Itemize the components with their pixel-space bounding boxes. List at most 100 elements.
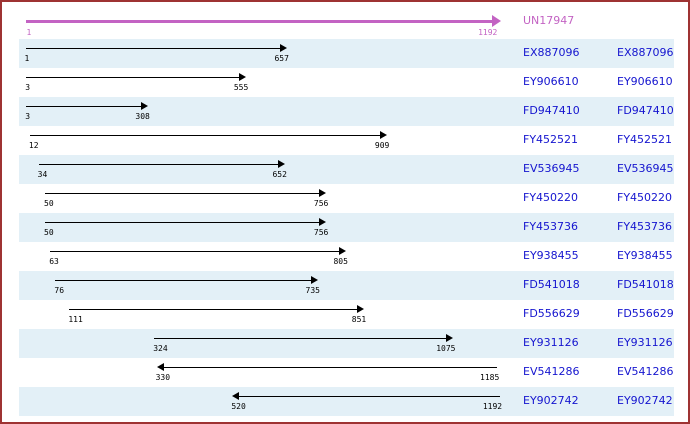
arrowhead-right-icon: [380, 131, 388, 139]
alignment-bar[interactable]: [154, 338, 447, 339]
hit-end-coordinate: 308: [135, 112, 150, 121]
alignment-bar[interactable]: [50, 251, 339, 252]
hit-accession-link[interactable]: FY452521: [523, 133, 579, 146]
query-name-label: UN17947: [523, 14, 575, 27]
alignment-track[interactable]: 520 1192: [2, 387, 688, 416]
alignment-track[interactable]: 63 805: [2, 242, 688, 271]
hit-description-link[interactable]: EY931126: [617, 336, 673, 349]
hit-description-link[interactable]: FD556629: [617, 307, 674, 320]
alignment-bar[interactable]: [25, 48, 280, 49]
hit-description-link[interactable]: EX887096: [617, 46, 674, 59]
hit-description-link[interactable]: EV541286: [617, 365, 674, 378]
hit-start-coordinate: 520: [231, 402, 246, 411]
hit-row[interactable]: 63 805 EY938455 EY938455: [2, 242, 688, 271]
hit-start-coordinate: 50: [44, 228, 54, 237]
hit-accession-link[interactable]: FD556629: [523, 307, 580, 320]
hit-start-coordinate: 12: [28, 141, 39, 150]
hit-end-coordinate: 1075: [436, 344, 456, 353]
hit-row[interactable]: 50 756 FY450220 FY450220: [2, 184, 688, 213]
arrowhead-right-icon: [140, 102, 148, 110]
hit-start-coordinate: 3: [25, 112, 31, 121]
hit-description-link[interactable]: FD541018: [617, 278, 674, 291]
hit-description-link[interactable]: FY453736: [617, 220, 673, 233]
hit-description-link[interactable]: EY938455: [617, 249, 673, 262]
hit-end-coordinate: 756: [313, 199, 329, 208]
hit-row[interactable]: 76 735 FD541018 FD541018: [2, 271, 688, 300]
alignment-bar[interactable]: [38, 164, 278, 165]
hit-description-link[interactable]: EY902742: [617, 394, 673, 407]
hit-accession-link[interactable]: FY453736: [523, 220, 579, 233]
hit-accession-link[interactable]: FD947410: [523, 104, 580, 117]
hit-accession-link[interactable]: EY902742: [523, 394, 579, 407]
row-band: [19, 213, 674, 242]
alignment-bar[interactable]: [55, 280, 311, 281]
alignment-bar[interactable]: [45, 222, 320, 223]
alignment-bar[interactable]: [45, 193, 320, 194]
arrowhead-right-icon: [446, 334, 454, 342]
hit-accession-link[interactable]: FY450220: [523, 191, 579, 204]
hit-accession-link[interactable]: EV541286: [523, 365, 580, 378]
row-band: [19, 329, 674, 358]
hit-row[interactable]: 3 308 FD947410 FD947410: [2, 97, 688, 126]
row-band: [19, 97, 674, 126]
query-track: 1 1192: [2, 8, 688, 38]
hit-start-coordinate: 76: [54, 286, 65, 295]
hit-start-coordinate: 63: [49, 257, 59, 266]
hit-end-coordinate: 851: [351, 315, 367, 324]
alignment-bar[interactable]: [26, 77, 240, 78]
hit-accession-link[interactable]: EY938455: [523, 249, 579, 262]
hit-end-coordinate: 756: [313, 228, 329, 237]
arrowhead-right-icon: [279, 44, 287, 52]
hit-description-link[interactable]: EY906610: [617, 75, 673, 88]
alignment-bar[interactable]: [239, 396, 501, 397]
arrowhead-right-icon: [277, 160, 285, 168]
hit-end-coordinate: 1192: [482, 402, 503, 411]
hit-end-coordinate: 805: [333, 257, 348, 266]
alignment-track[interactable]: 50 756: [2, 184, 688, 213]
hit-row[interactable]: 520 1192 EY902742 EY902742: [2, 387, 688, 416]
hit-accession-link[interactable]: EY931126: [523, 336, 579, 349]
alignment-bar[interactable]: [163, 367, 498, 368]
alignment-track[interactable]: 111 851: [2, 300, 688, 329]
row-band: [19, 155, 674, 184]
hit-description-link[interactable]: FD947410: [617, 104, 674, 117]
hit-accession-link[interactable]: EV536945: [523, 162, 580, 175]
arrowhead-right-icon: [239, 73, 247, 81]
alignment-track[interactable]: 76 735: [2, 271, 688, 300]
row-band: [19, 271, 674, 300]
hit-end-coordinate: 735: [305, 286, 320, 295]
hit-end-coordinate: 657: [274, 54, 289, 63]
arrowhead-right-icon: [338, 247, 346, 255]
alignment-track[interactable]: 50 756: [2, 213, 688, 242]
hit-start-coordinate: 50: [44, 199, 54, 208]
hit-start-coordinate: 111: [68, 315, 83, 324]
hit-description-link[interactable]: EV536945: [617, 162, 674, 175]
hit-row[interactable]: 111 851 FD556629 FD556629: [2, 300, 688, 329]
arrowhead-left-icon: [232, 392, 240, 400]
alignment-bar[interactable]: [26, 106, 141, 107]
hit-accession-link[interactable]: EX887096: [523, 46, 580, 59]
hit-accession-link[interactable]: EY906610: [523, 75, 579, 88]
hit-description-link[interactable]: FY450220: [617, 191, 673, 204]
alignment-track[interactable]: 3 308: [2, 97, 688, 126]
query-bar: [25, 20, 494, 23]
hit-description-link[interactable]: FY452521: [617, 133, 673, 146]
alignment-bar[interactable]: [69, 309, 358, 310]
alignment-bar[interactable]: [29, 135, 381, 136]
hit-start-coordinate: 34: [37, 170, 48, 179]
hit-accession-link[interactable]: FD541018: [523, 278, 580, 291]
hit-row[interactable]: 50 756 FY453736 FY453736: [2, 213, 688, 242]
arrowhead-right-icon: [319, 189, 327, 197]
